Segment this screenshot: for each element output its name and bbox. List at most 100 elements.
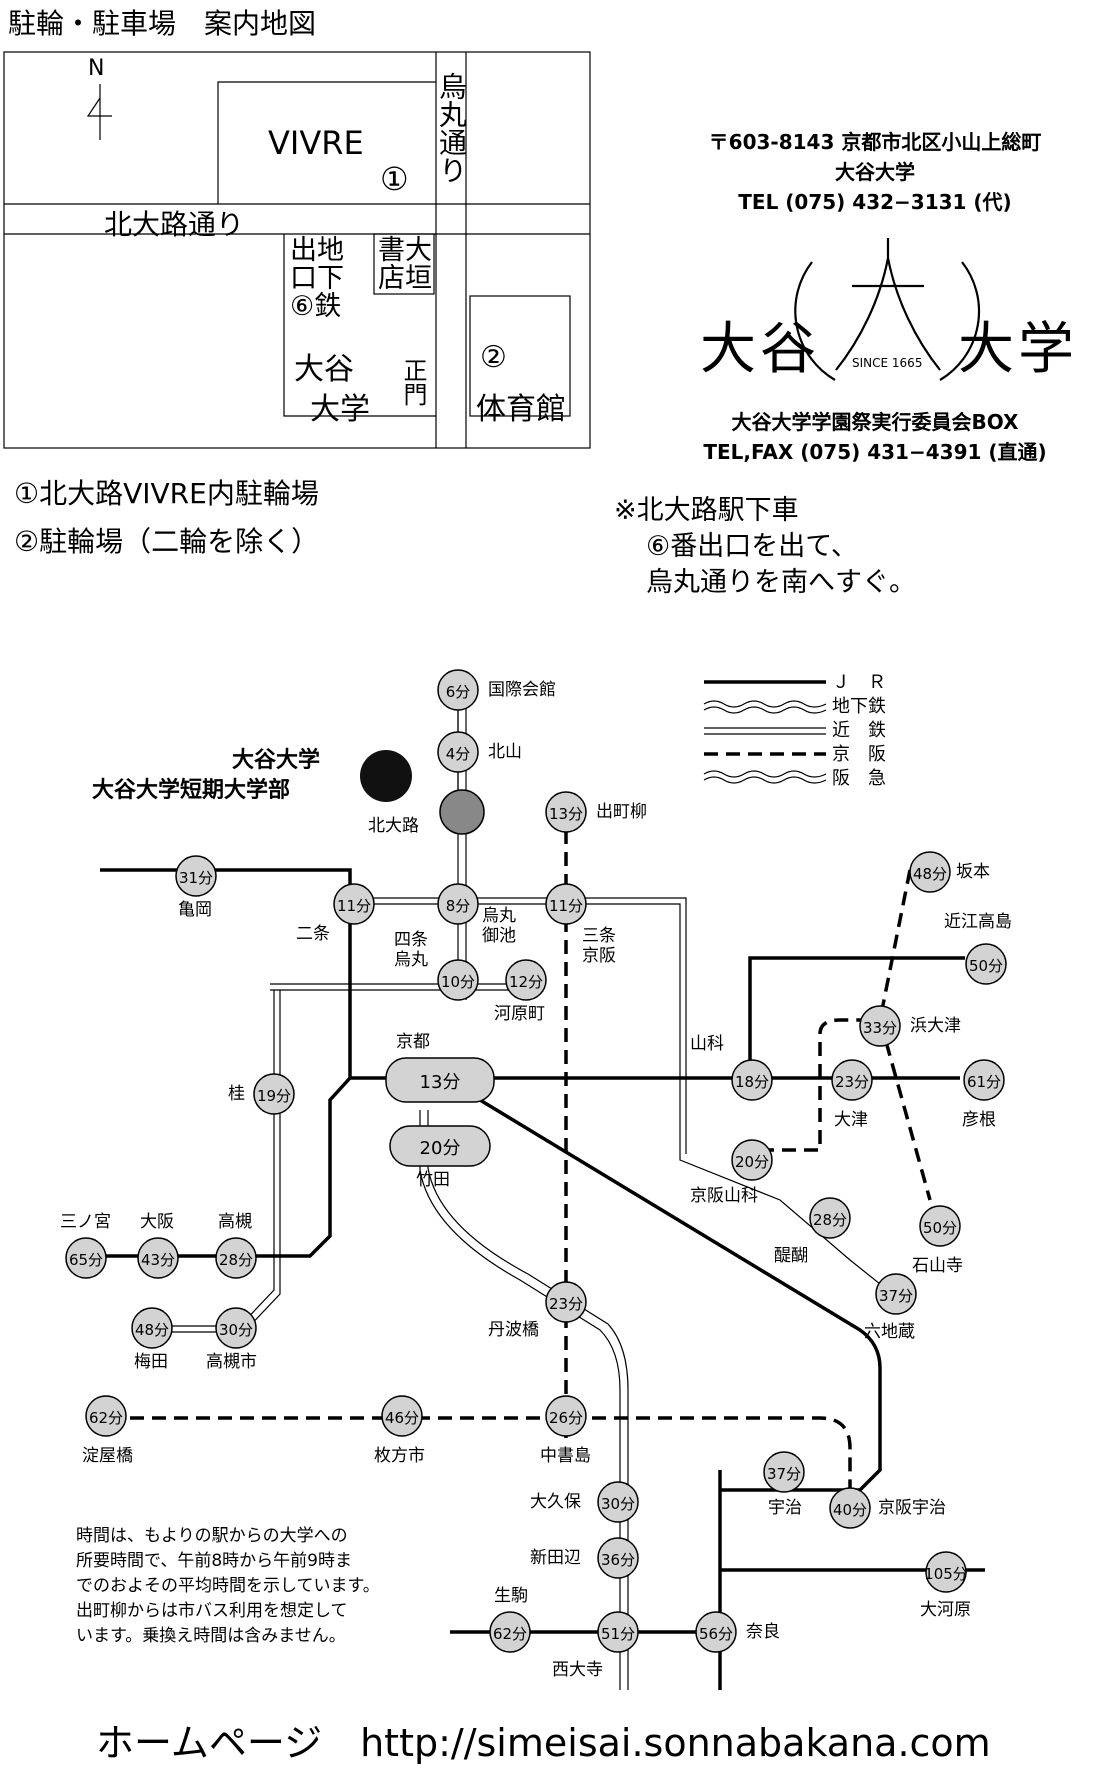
station-hikone <box>963 1059 1005 1101</box>
label-sakamoto: 坂本 <box>956 862 990 882</box>
station-keihanyamashina <box>731 1139 773 1181</box>
label-ikoma: 生駒 <box>494 1586 528 1606</box>
homepage-url[interactable]: ホームページ http://simeisai.sonnabakana.com <box>96 1721 991 1765</box>
label-chushojima: 中書島 <box>540 1446 591 1466</box>
label-keihanuji: 京阪宇治 <box>878 1498 946 1518</box>
station-sannomiya <box>65 1237 107 1279</box>
karasuma-street-label: 烏丸通り <box>435 72 468 184</box>
legend-subway: 地下鉄 <box>832 696 886 717</box>
station-demachi <box>545 791 587 833</box>
station-yamashina <box>731 1059 773 1101</box>
logo-since: SINCE 1665 <box>852 356 923 370</box>
label-rokujizo: 六地蔵 <box>864 1322 915 1342</box>
station-kameoka <box>175 855 217 897</box>
label-kameoka: 亀岡 <box>178 900 212 920</box>
station-hamaotsu <box>859 1005 901 1047</box>
label-omitakashima: 近江高島 <box>944 912 1012 932</box>
time-oike: 8分 <box>445 897 471 915</box>
gymnasium-label: 体育館 <box>476 392 566 427</box>
time-kokusai: 6分 <box>445 683 471 701</box>
time-note-line-3: でのおよその平均時間を示しています。 <box>76 1576 380 1596</box>
station-nara <box>695 1611 737 1653</box>
university-label-2: 大学 <box>310 392 370 427</box>
label-umeda: 梅田 <box>134 1352 168 1372</box>
label-sanjo: 三条京阪 <box>582 926 616 966</box>
station-osaka <box>137 1237 179 1279</box>
label-katsura: 桂 <box>228 1084 245 1104</box>
time-uji: 37分 <box>766 1465 802 1483</box>
time-keihanuji: 40分 <box>832 1501 868 1519</box>
station-takatsuki <box>215 1237 257 1279</box>
station-takatsukishi <box>215 1307 257 1349</box>
time-kyoto: 13分 <box>419 1072 461 1093</box>
time-umeda: 48分 <box>134 1321 170 1339</box>
label-okawara: 大河原 <box>920 1600 971 1620</box>
station-tanbabashi <box>545 1281 587 1323</box>
time-kameoka: 31分 <box>178 869 214 887</box>
station-oike <box>437 883 479 925</box>
time-demachi: 13分 <box>548 805 584 823</box>
label-kitayama: 北山 <box>488 742 522 762</box>
station-kawaramachi <box>505 959 547 1001</box>
label-nijo: 二条 <box>296 924 330 944</box>
station-katsura <box>253 1073 295 1115</box>
subway-exit-label-3: ⑥鉄 <box>290 291 342 322</box>
station-chushojima <box>545 1395 587 1437</box>
time-okubo: 30分 <box>600 1495 636 1513</box>
legend-jr: Ｊ Ｒ <box>832 672 886 693</box>
legend-hankyu: 阪 急 <box>832 768 886 789</box>
label-demachi: 出町柳 <box>596 802 647 822</box>
station-kitayama <box>437 731 479 773</box>
legend-kintetsu: 近 鉄 <box>832 720 886 741</box>
station-sanjo <box>545 883 587 925</box>
subway-exit-label-1: 出地 <box>290 235 344 266</box>
label-osaka: 大阪 <box>140 1212 174 1232</box>
station-saidaiji <box>597 1611 639 1653</box>
label-hirakatashi: 枚方市 <box>374 1446 425 1466</box>
main-gate-label: 正門 <box>399 358 427 406</box>
station-okawara <box>925 1551 967 1593</box>
time-yamashina: 18分 <box>734 1073 770 1091</box>
time-okawara: 105分 <box>924 1565 968 1583</box>
time-kitayama: 4分 <box>445 745 471 763</box>
time-daigo: 28分 <box>812 1211 848 1229</box>
label-uji: 宇治 <box>768 1498 802 1518</box>
station-daigo <box>809 1197 851 1239</box>
time-sannomiya: 65分 <box>68 1251 104 1269</box>
time-note-line-5: います。乗換え時間は含みません。 <box>76 1626 346 1646</box>
label-shintanabe: 新田辺 <box>530 1548 581 1568</box>
subway-exit-label-2: 口下 <box>290 263 344 294</box>
time-note-line-1: 時間は、もよりの駅からの大学への <box>76 1526 348 1546</box>
access-note-3: 烏丸通りを南へすぐ。 <box>646 567 916 598</box>
time-shintanabe: 36分 <box>600 1551 636 1569</box>
time-note: 時間は、もよりの駅からの大学への 所要時間で、午前8時から午前9時ま でのおよそ… <box>76 1524 380 1649</box>
parking-legend-2: ②駐輪場（二輪を除く） <box>14 525 320 558</box>
time-rokujizo: 37分 <box>878 1287 914 1305</box>
label-hikone: 彦根 <box>962 1110 996 1130</box>
time-katsura: 19分 <box>256 1087 292 1105</box>
station-yodoyabashi <box>85 1395 127 1437</box>
time-osaka: 43分 <box>140 1251 176 1269</box>
time-nara: 56分 <box>698 1625 734 1643</box>
station-omitakashima <box>965 943 1007 985</box>
parking-marker-2: ② <box>480 340 507 375</box>
label-otsu: 大津 <box>834 1110 868 1130</box>
time-shijo: 10分 <box>440 973 476 991</box>
time-takeda: 20分 <box>419 1138 461 1159</box>
bookstore-label-1: 書大 <box>378 235 432 266</box>
label-takatsuki: 高槻 <box>218 1212 252 1232</box>
label-keihanyamashina: 京阪山科 <box>690 1186 758 1206</box>
label-sannomiya: 三ノ宮 <box>60 1212 111 1232</box>
university-label-1: 大谷 <box>294 352 354 387</box>
page-title: 駐輪・駐車場 案内地図 <box>8 7 317 40</box>
station-umeda <box>131 1307 173 1349</box>
station-shintanabe <box>597 1537 639 1579</box>
label-ishiyamadera: 石山寺 <box>912 1256 963 1276</box>
label-okubo: 大久保 <box>530 1492 581 1512</box>
station-otsu <box>831 1059 873 1101</box>
station-ishiyamadera <box>919 1205 961 1247</box>
time-takatsuki: 28分 <box>218 1251 254 1269</box>
